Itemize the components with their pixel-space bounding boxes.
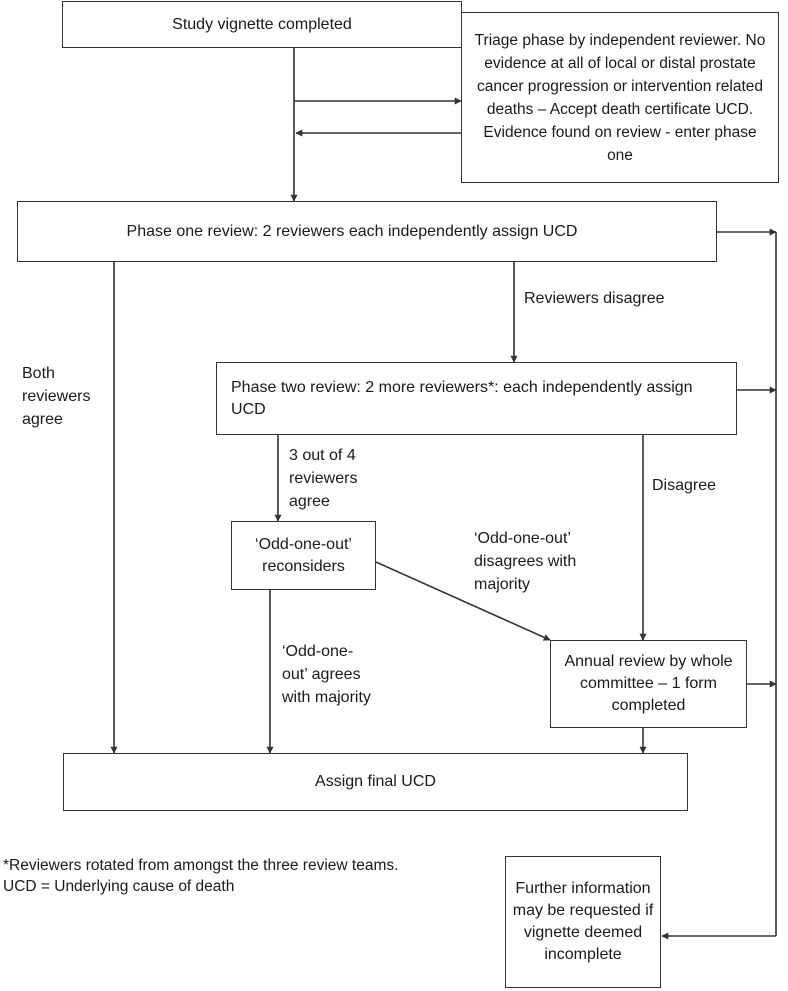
phase-two-text: Phase two review: 2 more reviewers*: eac… <box>231 378 693 418</box>
odd-one-out-box: ‘Odd-one-out’ reconsiders <box>231 521 376 590</box>
label-three-of-four: 3 out of 4 reviewers agree <box>289 447 358 510</box>
footnote-reviewers-rotated: *Reviewers rotated from amongst the thre… <box>3 857 399 874</box>
arrow-odd-disagrees <box>375 561 551 641</box>
study-vignette-text: Study vignette completed <box>172 15 352 33</box>
annual-review-box: Annual review by whole committee – 1 for… <box>550 640 747 728</box>
footnote-ucd-definition: UCD = Underlying cause of death <box>3 878 235 895</box>
triage-text: Triage phase by independent reviewer. No… <box>474 31 766 164</box>
triage-box: Triage phase by independent reviewer. No… <box>461 12 779 183</box>
label-reviewers-disagree: Reviewers disagree <box>524 290 665 307</box>
label-odd-agrees: ‘Odd-one- out’ agrees with majority <box>282 643 371 706</box>
phase-one-text: Phase one review: 2 reviewers each indep… <box>126 222 578 240</box>
label-disagree: Disagree <box>652 477 717 494</box>
phase-two-box: Phase two review: 2 more reviewers*: eac… <box>216 362 737 435</box>
further-info-box: Further information may be requested if … <box>505 856 661 988</box>
odd-one-out-text: ‘Odd-one-out’ reconsiders <box>255 535 352 575</box>
further-info-text: Further information may be requested if … <box>512 880 654 963</box>
label-odd-disagrees: ‘Odd-one-out’ disagrees with majority <box>474 530 577 593</box>
label-both-agree: Both reviewers agree <box>22 365 91 428</box>
final-ucd-text: Assign final UCD <box>315 773 436 790</box>
final-ucd-box: Assign final UCD <box>63 753 688 811</box>
study-vignette-box: Study vignette completed <box>62 1 462 48</box>
phase-one-box: Phase one review: 2 reviewers each indep… <box>17 201 717 262</box>
annual-review-text: Annual review by whole committee – 1 for… <box>564 653 733 714</box>
